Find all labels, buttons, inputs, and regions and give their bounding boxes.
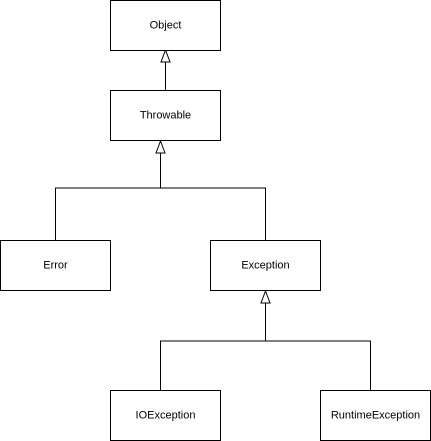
edge-error-exception-to-throwable <box>55 139 266 240</box>
node-object[interactable]: Object <box>110 0 221 51</box>
node-throwable[interactable]: Throwable <box>110 90 221 141</box>
edge-io-runtime-to-exception <box>160 289 371 390</box>
node-runtimeexception[interactable]: RuntimeException <box>320 390 431 441</box>
node-label: Throwable <box>140 110 191 122</box>
node-ioexception[interactable]: IOException <box>110 390 221 441</box>
node-label: IOException <box>136 410 196 422</box>
node-label: Error <box>43 260 68 272</box>
edge-throwable-to-object <box>160 48 171 90</box>
node-exception[interactable]: Exception <box>210 240 321 291</box>
node-label: RuntimeException <box>331 410 420 422</box>
node-label: Exception <box>241 260 289 272</box>
node-label: Object <box>150 20 182 32</box>
edges <box>55 48 371 390</box>
node-error[interactable]: Error <box>0 240 111 291</box>
